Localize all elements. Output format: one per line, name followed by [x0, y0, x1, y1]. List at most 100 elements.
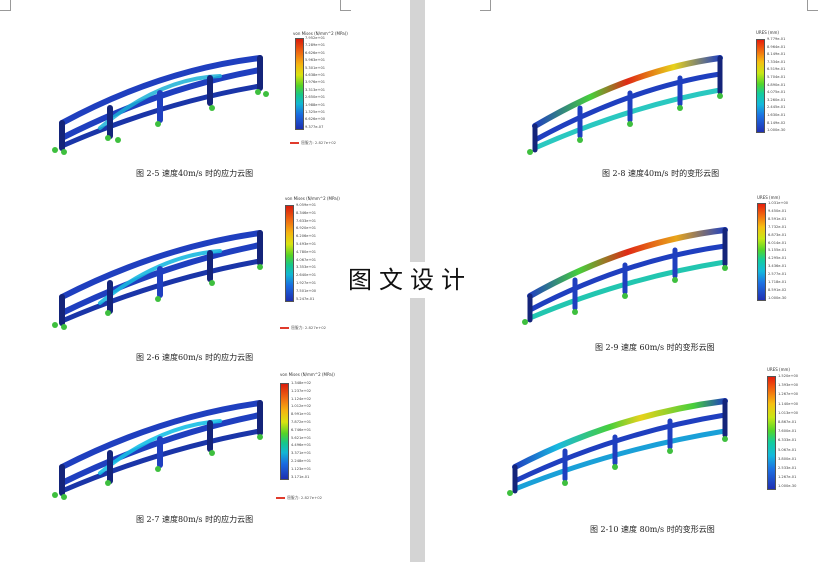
figure-caption: 图 2-10 速度 80m/s 时的变形云图	[590, 525, 715, 534]
tick-label: 8.591e-01	[768, 216, 787, 221]
tick-label: 4.075e-01	[767, 90, 786, 95]
tick-label: 6.519e-01	[767, 67, 786, 72]
tick-label: 2.445e-01	[767, 105, 786, 110]
yield-label: 屈服力: 2.827e+02	[280, 325, 326, 331]
tick-label: 5.155e-01	[768, 248, 787, 253]
colorbar	[767, 376, 776, 490]
tick-label: 1.031e+00	[768, 201, 789, 205]
tick-label: 1.237e+02	[291, 388, 312, 393]
tick-label: 7.952e+01	[305, 36, 326, 40]
tick-label: 1.140e+00	[778, 401, 799, 406]
figure-2-7: von Mises (N/mm^2 (MPa)) 1.348e+02 1.237…	[40, 372, 400, 505]
tick-label: 4.890e-01	[767, 82, 786, 87]
frame-beams	[532, 55, 723, 153]
tick-label: 1.000e-30	[767, 128, 786, 133]
watermark: 图文设计	[332, 262, 488, 298]
tick-label: 5.963e+01	[305, 58, 326, 63]
tick-label: 1.012e+02	[291, 404, 312, 409]
tick-label: 3.436e-01	[768, 264, 787, 269]
frame-beams	[59, 55, 263, 151]
tick-label: 3.353e+01	[296, 265, 317, 270]
tick-label: 1.927e+01	[296, 281, 317, 285]
frame-render	[52, 400, 263, 500]
tick-label: 4.295e-01	[768, 256, 787, 261]
tick-label: 7.289e+01	[305, 43, 326, 48]
tick-label: 7.501e+00	[296, 288, 317, 293]
frame-beams	[59, 400, 263, 496]
tick-label: 1.718e-01	[768, 280, 787, 284]
tick-label: 9.779e-01	[767, 37, 786, 41]
tick-label: 8.591e-02	[768, 287, 787, 292]
tick-label: 5.493e+01	[296, 242, 317, 246]
tick-label: 1.630e-01	[767, 113, 786, 117]
frame-render	[52, 55, 269, 155]
frame-beams	[512, 398, 728, 494]
figure-2-10: URES (mm) 1.520e+00 1.393e+00 1.267e+00 …	[500, 367, 820, 505]
tick-label: 7.600e-01	[778, 429, 797, 434]
tick-label: 6.626e+00	[305, 117, 326, 122]
tick-label: 1.124e+02	[291, 396, 312, 401]
crop-mark	[480, 0, 491, 11]
tick-label: 3.171e-01	[291, 474, 310, 479]
legend-title: von Mises (N/mm^2 (MPa))	[280, 372, 335, 377]
tick-label: 6.873e-01	[768, 232, 787, 237]
tick-label: 4.780e+01	[296, 249, 317, 254]
tick-label: 1.000e-30	[768, 295, 787, 300]
tick-label: 1.325e+01	[305, 110, 326, 114]
figure-caption: 图 2-9 速度 60m/s 时的变形云图	[595, 343, 715, 352]
figure-caption: 图 2-6 速度60m/s 时的应力云图	[136, 353, 254, 362]
tick-label: 1.000e-30	[778, 484, 797, 489]
tick-label: 5.704e-01	[767, 75, 786, 79]
tick-label: 2.640e+01	[296, 273, 317, 278]
tick-label: 5.247e-01	[296, 296, 315, 301]
yield-label: 屈服力: 2.827e+02	[290, 140, 336, 146]
frame-render	[527, 55, 723, 155]
tick-label: 2.533e-01	[778, 466, 797, 470]
tick-label: 6.333e-01	[778, 438, 797, 443]
crop-mark	[807, 0, 818, 11]
tick-label: 7.334e-01	[767, 59, 786, 64]
tick-label: 4.496e+01	[291, 443, 312, 448]
colorbar	[295, 38, 304, 130]
tick-label: 3.976e+01	[305, 80, 326, 85]
tick-label: 1.393e+00	[778, 383, 799, 388]
tick-label: 6.014e-01	[768, 240, 787, 245]
tick-label: 3.260e-01	[767, 97, 786, 102]
tick-label: 1.013e+00	[778, 410, 799, 415]
tick-label: 4.638e+01	[305, 73, 326, 77]
fixtures	[52, 434, 263, 500]
tick-label: 6.206e+01	[296, 234, 317, 239]
tick-label: 6.920e+01	[296, 226, 317, 231]
tick-label: 8.149e-01	[767, 52, 786, 57]
legend-title: URES (mm)	[757, 195, 780, 200]
figure-2-9: URES (mm) 1.031e+00 9.450e-01 8.591e-01 …	[515, 195, 815, 332]
tick-label: 2.577e-01	[768, 272, 787, 277]
frame-beams	[59, 230, 263, 326]
tick-label: 8.991e+01	[291, 412, 312, 417]
tick-label: 7.732e-01	[768, 224, 787, 229]
frame-render	[522, 227, 728, 325]
tick-label: 6.746e+01	[291, 427, 312, 432]
tick-label: 3.371e+01	[291, 451, 312, 456]
colorbar	[280, 383, 289, 480]
tick-label: 1.520e+00	[778, 374, 799, 378]
colorbar	[756, 39, 765, 133]
figure-2-8: URES (mm) 9.779e-01 8.964e-01 8.149e-01 …	[520, 30, 820, 158]
colorbar	[757, 203, 766, 301]
tick-label: 8.149e-02	[767, 120, 786, 125]
fixtures	[527, 93, 723, 155]
tick-label: 7.872e+01	[291, 420, 312, 424]
tick-label: 5.067e-01	[778, 447, 797, 452]
tick-label: 3.313e+01	[305, 87, 326, 92]
tick-label: 5.621e+01	[291, 435, 312, 440]
tick-label: 7.633e+01	[296, 218, 317, 223]
tick-label: 1.267e+00	[778, 392, 799, 397]
figure-caption: 图 2-5 速度40m/s 时的应力云图	[136, 169, 254, 178]
legend-title: von Mises (N/mm^2 (MPa))	[285, 196, 340, 201]
tick-label: 3.800e-01	[778, 456, 797, 461]
yield-label: 屈服力: 2.827e+02	[276, 495, 322, 501]
tick-label: 2.650e+01	[305, 95, 326, 100]
frame-beams	[527, 227, 728, 323]
fixtures	[522, 265, 728, 325]
tick-label: 5.301e+01	[305, 65, 326, 70]
